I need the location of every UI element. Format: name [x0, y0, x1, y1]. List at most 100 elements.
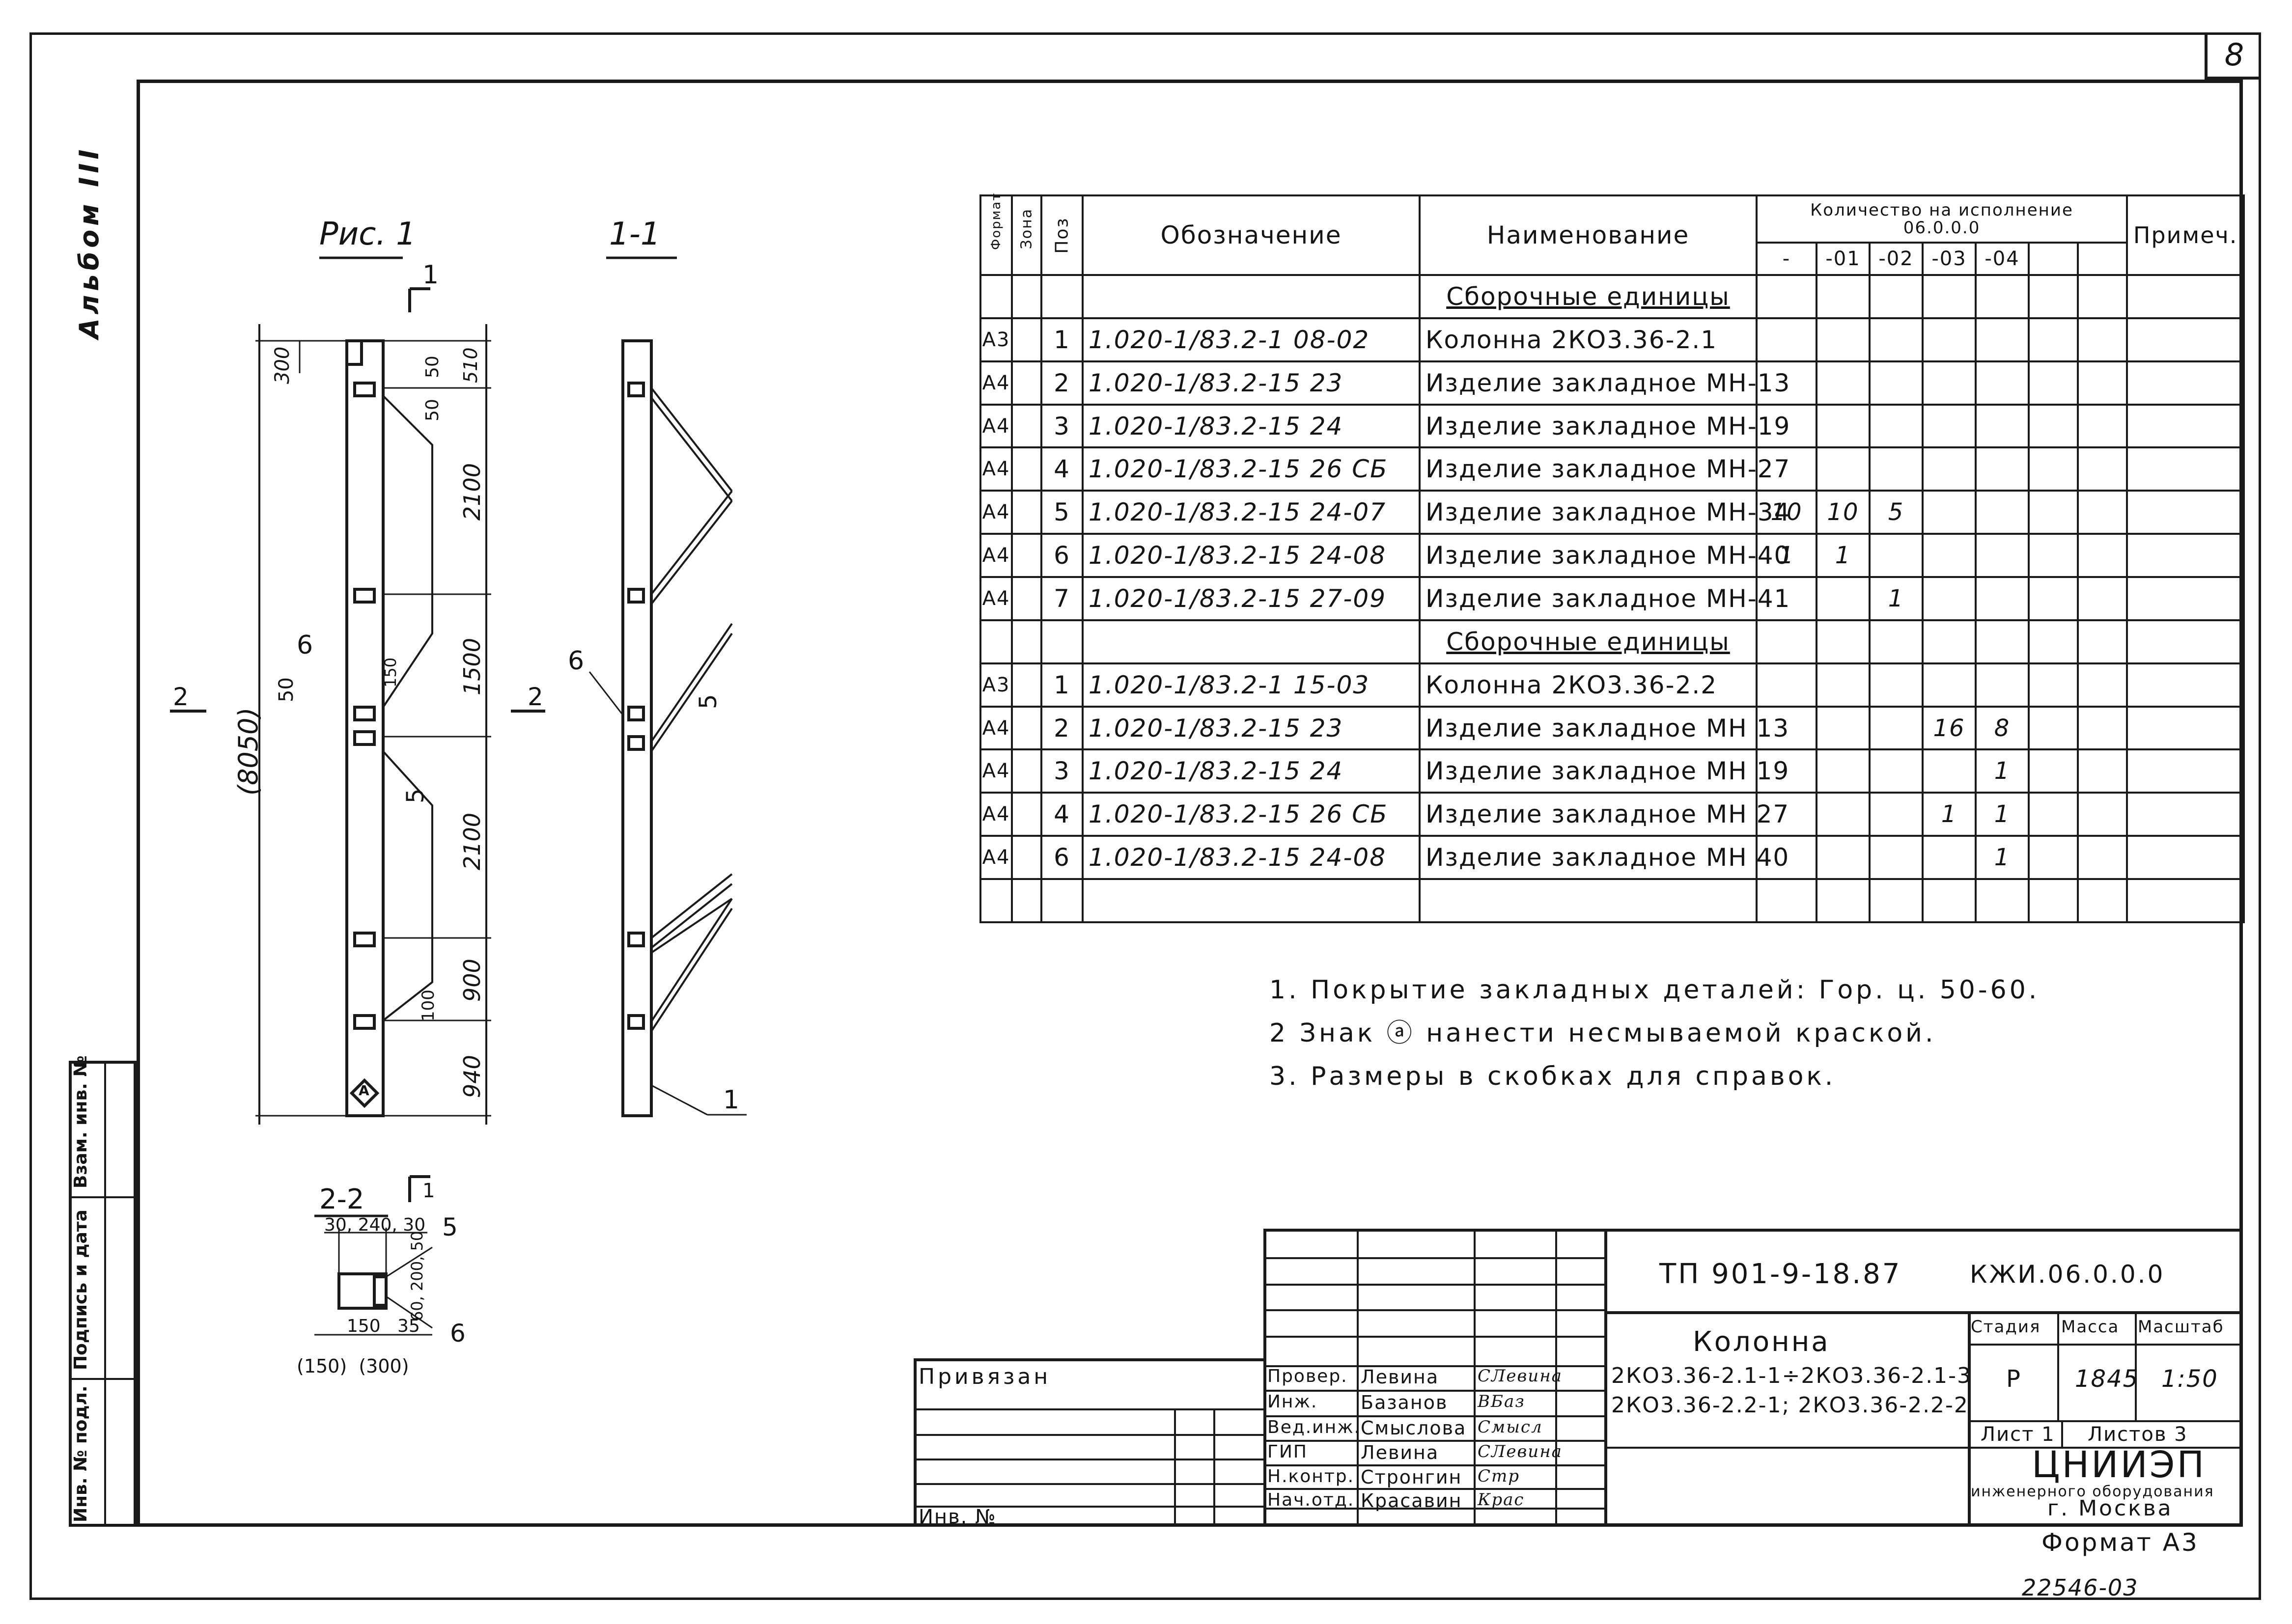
signer-signature: Смысл — [1478, 1417, 1543, 1437]
cell-zone — [1011, 360, 1042, 406]
signer-role: ГИП — [1267, 1442, 1308, 1462]
cell-qty — [1869, 446, 1924, 492]
cell-qty — [1869, 360, 1924, 406]
outer-frame — [29, 32, 2261, 1600]
cell-pos: 6 — [1040, 835, 1084, 881]
dim-100: 100 — [419, 990, 438, 1021]
cell-pos: 6 — [1040, 533, 1084, 578]
cell-qty — [1816, 576, 1871, 621]
cell-qty — [2076, 619, 2128, 664]
cell-qty — [1756, 662, 1817, 708]
cell-zone — [1011, 619, 1042, 664]
cell-note — [2126, 576, 2245, 621]
cell-note — [2126, 748, 2245, 794]
cell-qty — [1756, 619, 1817, 664]
qty-col-header: -04 — [1975, 242, 2030, 276]
cell-pos — [1040, 274, 1084, 319]
signer-signature: Стр — [1478, 1466, 1520, 1486]
cell-name: Колонна 2КО3.36-2.2 — [1419, 662, 1758, 708]
cell-name: Изделие закладное МН-34 — [1419, 490, 1789, 535]
cell-qty — [1756, 317, 1817, 362]
cell-pos: 3 — [1040, 748, 1084, 794]
cell-qty — [1816, 792, 1871, 837]
section-1-1-title: 1-1 — [609, 216, 661, 252]
scale-label: Масштаб — [2138, 1317, 2224, 1337]
cell-qty — [1756, 274, 1817, 319]
cell-name: Сборочные единицы — [1419, 619, 1758, 664]
cell-designation: 1.020-1/83.2-15 26 СБ — [1082, 792, 1421, 837]
variants-line1: 2КО3.36-2.1-1÷2КО3.36-2.1-3 — [1611, 1363, 1972, 1388]
cell-qty — [2076, 576, 2128, 621]
cell-qty — [2028, 835, 2079, 881]
cell-qty — [1922, 662, 1977, 708]
cell-pos: 7 — [1040, 576, 1084, 621]
cell-qty — [2028, 662, 2079, 708]
dim-900: 900 — [459, 959, 485, 1002]
cell-pos: 2 — [1040, 360, 1084, 406]
section-mark-bottom: 1 — [422, 1180, 435, 1202]
col-pos-header: Поз — [1040, 194, 1084, 276]
cell-qty — [1922, 576, 1977, 621]
cell-qty: 8 — [1975, 705, 2030, 751]
cell-note — [2126, 792, 2245, 837]
signer-name: Левина — [1361, 1442, 1439, 1463]
cell-qty — [2076, 446, 2128, 492]
cell-qty — [1922, 878, 1977, 923]
signer-signature: СЛевина — [1478, 1366, 1563, 1386]
cell-pos: 5 — [1040, 490, 1084, 535]
section-mark-left: 2 — [173, 683, 189, 711]
cell-qty — [1756, 446, 1817, 492]
cell-qty — [1975, 533, 2030, 578]
pos-label-1-sec: 1 — [723, 1085, 740, 1115]
cell-note — [2126, 317, 2245, 362]
cell-note — [2126, 403, 2245, 449]
cell-qty — [1869, 317, 1924, 362]
marker-letter: А — [359, 1082, 369, 1099]
cell-qty — [1869, 705, 1924, 751]
cell-qty — [1816, 705, 1871, 751]
dim-300: 300 — [271, 346, 294, 384]
dim-50-c: 50 — [275, 677, 298, 702]
cell-note — [2126, 878, 2245, 923]
side-stamp — [69, 1061, 137, 1527]
cell-qty — [1975, 490, 2030, 535]
cell-qty — [1975, 317, 2030, 362]
dim-940: 940 — [459, 1055, 485, 1098]
cell-qty — [2028, 490, 2079, 535]
cell-format: А4 — [979, 835, 1013, 881]
cell-qty: 1 — [1756, 533, 1817, 578]
cell-qty — [1816, 662, 1871, 708]
cell-designation: 1.020-1/83.2-15 23 — [1082, 705, 1421, 751]
cell-qty — [1975, 403, 2030, 449]
note-2: 2 Знак ⓐ нанести несмываемой краской. — [1269, 1018, 1936, 1048]
cell-qty — [1922, 490, 1977, 535]
overall-dimension: (8050) — [233, 707, 264, 796]
pos-label-5-sec: 5 — [695, 694, 722, 709]
cell-qty — [2076, 274, 2128, 319]
cell-format: А3 — [979, 662, 1013, 708]
cell-qty — [1756, 705, 1817, 751]
qty-col-header: - — [1756, 242, 1817, 276]
cell-format: А4 — [979, 748, 1013, 794]
sec22-dims-side: 60, 200, 50 — [408, 1231, 426, 1321]
cell-qty: 1 — [1975, 792, 2030, 837]
cell-qty: 1 — [1975, 835, 2030, 881]
cell-zone — [1011, 317, 1042, 362]
cell-qty — [2076, 835, 2128, 881]
dim-50-a: 50 — [422, 356, 443, 378]
col-format-header: Формат — [979, 193, 1013, 276]
cell-qty — [1756, 792, 1817, 837]
scale-value: 1:50 — [2161, 1365, 2218, 1393]
cell-qty — [1975, 446, 2030, 492]
cell-note — [2126, 533, 2245, 578]
variants-line2: 2КО3.36-2.2-1; 2КО3.36-2.2-2 — [1611, 1393, 1969, 1418]
qty-col-header: -01 — [1816, 242, 1871, 276]
cell-format — [979, 878, 1013, 923]
cell-qty — [1975, 878, 2030, 923]
cell-qty — [1756, 835, 1817, 881]
